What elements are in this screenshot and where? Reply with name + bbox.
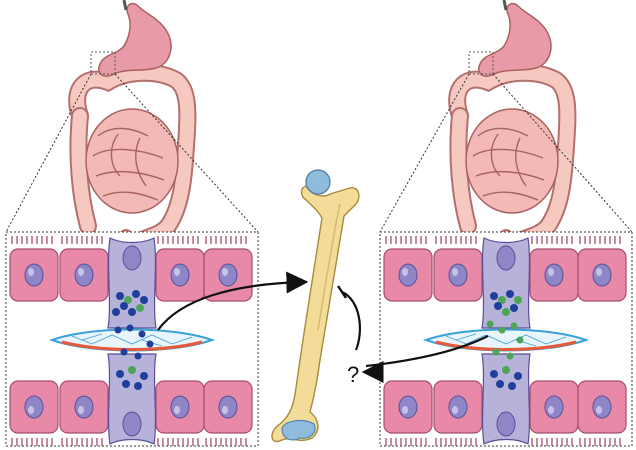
inhibition-bar [338, 286, 346, 298]
femur-bone-icon [272, 170, 359, 441]
bone-to-gut-arrow-curve [342, 292, 360, 350]
question-mark-label: ? [347, 362, 359, 387]
